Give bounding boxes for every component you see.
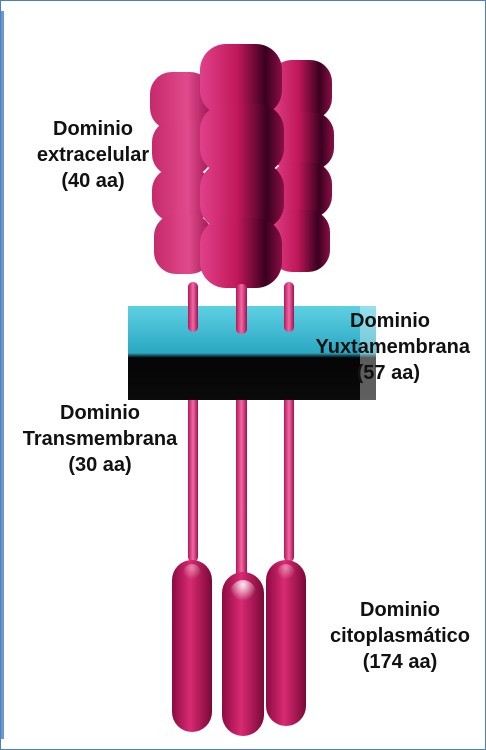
extracellular-domain <box>150 44 334 288</box>
label-line: (174 aa) <box>300 649 486 675</box>
label-line: (57 aa) <box>270 360 420 386</box>
label-line: Transmembrana <box>10 426 190 452</box>
label-juxtamembrane-domain: Dominio Yuxtamembrana (57 aa) <box>270 308 470 386</box>
label-line: (40 aa) <box>28 168 158 194</box>
label-extracellular-domain: Dominio extracelular (40 aa) <box>28 116 158 194</box>
label-transmembrane-domain: Dominio Transmembrana (30 aa) <box>10 400 190 478</box>
label-line: Dominio <box>10 400 190 426</box>
label-line: Dominio <box>300 597 486 623</box>
label-line: Dominio <box>270 308 430 334</box>
label-line: Yuxtamembrana <box>270 334 470 360</box>
label-line: Dominio <box>28 116 158 142</box>
label-line: extracelular <box>28 142 158 168</box>
label-line: (30 aa) <box>10 452 190 478</box>
center-column <box>200 44 284 288</box>
cytoplasmic-domain <box>172 560 306 736</box>
label-line: citoplasmático <box>300 623 486 649</box>
label-cytoplasmic-domain: Dominio citoplasmático (174 aa) <box>300 597 486 675</box>
